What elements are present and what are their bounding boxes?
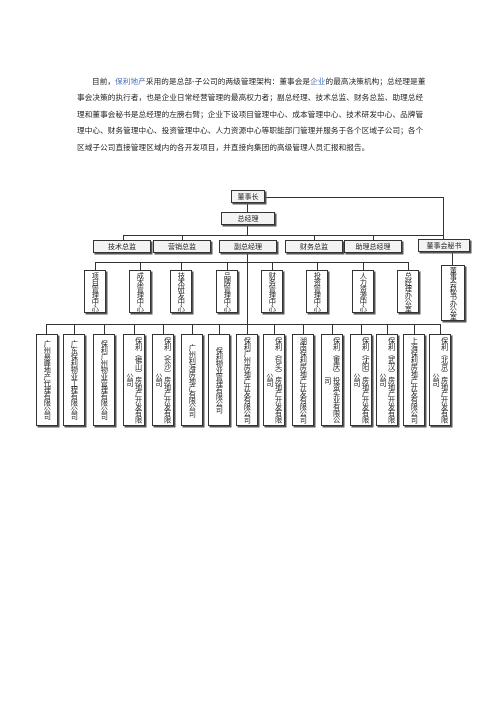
center-brand-management: 品牌管理中心: [216, 270, 238, 313]
connector-exec-5: [373, 235, 374, 240]
center-gm-office: 总经理办公室: [397, 270, 419, 313]
connector-center-8: [408, 262, 409, 270]
connector-gm-down: [247, 225, 248, 236]
connector-exec-bar: [123, 235, 444, 236]
subsidiary-box: 保利（佛山）房地产开发有限公司: [123, 334, 145, 426]
connector-sub-9: [274, 324, 275, 334]
connector-secretary-office: [452, 252, 453, 265]
subsidiary-box: 广州利海房地产有限公司: [181, 334, 203, 426]
connector-center-5: [272, 262, 273, 270]
intro-text-start: 目前，: [92, 76, 116, 86]
poly-real-estate-link[interactable]: 保利地产: [115, 76, 146, 86]
subsidiary-box: 保利广州房地产开发有限公司: [236, 334, 258, 426]
connector-board-gm: [247, 203, 248, 212]
connector-sub-3: [104, 324, 105, 334]
intro-text-rest: 的最高决策机构；总经理是董事会决策的执行者，也是企业日常经营管理的最高权力者；副…: [77, 76, 426, 152]
intro-text-middle: 采用的是总部-子公司的两级管理架构：董事会是: [145, 76, 311, 86]
subsidiary-box: 保利（沈阳）房地产开发有限公司: [350, 334, 372, 426]
connector-sub-5: [163, 324, 164, 334]
connector-sub-2: [74, 324, 75, 334]
connector-sub-6: [192, 324, 193, 334]
subsidiary-box: 保利（重庆）投资实业有限公司: [321, 334, 343, 426]
connector-board-right: [263, 197, 444, 198]
connector-sub-1: [46, 324, 47, 334]
subsidiary-box: 上海保利房地产开发有限公司: [403, 334, 425, 426]
connector-exec-2: [182, 235, 183, 240]
center-project-management: 项目管理中心: [84, 270, 106, 313]
connector-center-3: [181, 262, 182, 270]
subsidiary-box: 广东保利物业工程有限公司: [63, 334, 85, 426]
center-cost-management: 成本管理中心: [129, 270, 151, 313]
center-board-secretary-office: 董事会秘书办公室: [441, 265, 465, 321]
connector-center-6: [317, 262, 318, 270]
connector-secretary-down: [443, 197, 444, 239]
connector-exec-1: [123, 235, 124, 240]
connector-sub-13: [387, 324, 388, 334]
connector-vp-trunk: [247, 262, 248, 324]
exec-marketing-director: 营销总监: [153, 240, 211, 253]
subsidiary-box: 保利广州物业管理有限公司: [93, 334, 115, 426]
connector-sub-10: [303, 324, 304, 334]
exec-deputy-gm: 副总经理: [219, 240, 277, 253]
subsidiary-box: 湖南保利房地产开发有限公司: [292, 334, 314, 426]
board-chairman-box: 董事长: [231, 190, 265, 203]
connector-sub-7: [219, 324, 220, 334]
connector-vp-down: [247, 252, 248, 262]
connector-sub-15: [440, 324, 441, 334]
connector-center-4: [227, 262, 228, 270]
subsidiary-box: 保利物业管理有限公司: [208, 334, 230, 426]
subsidiary-box: 保利（包头）房地产开发有限公司: [263, 334, 285, 426]
connector-center-7: [363, 262, 364, 270]
connector-sub-12: [361, 324, 362, 334]
exec-assistant-gm: 助理总经理: [344, 240, 402, 253]
connector-center-bar: [95, 262, 409, 263]
center-investment-management: 投资管理中心: [306, 270, 328, 313]
exec-technical-director: 技术总监: [93, 240, 151, 253]
exec-finance-director: 财务总监: [285, 240, 343, 253]
intro-paragraph: 目前，保利地产采用的是总部-子公司的两级管理架构：董事会是企业的最高决策机构；总…: [77, 74, 429, 157]
connector-sub-11: [332, 324, 333, 334]
connector-sub-4: [134, 324, 135, 334]
connector-sub-8: [247, 324, 248, 334]
connector-sub-14: [414, 324, 415, 334]
connector-center-2: [140, 262, 141, 270]
connector-exec-4: [314, 235, 315, 240]
general-manager-box: 总经理: [221, 212, 275, 225]
subsidiary-box: 保利（长沙）房地产开发有限公司: [152, 334, 174, 426]
exec-board-secretary: 董事会秘书: [418, 239, 470, 252]
subsidiary-box: 保利（北京）房地产开发有限公司: [429, 334, 451, 426]
subsidiary-box: 保利（武汉）房地产开发有限公司: [376, 334, 398, 426]
center-tech-rd: 技术研发中心: [170, 270, 192, 313]
connector-sub-bar: [46, 324, 440, 325]
center-finance-management: 财务管理中心: [261, 270, 283, 313]
subsidiary-box: 广州悬峰地产代理有限公司: [36, 334, 58, 426]
enterprise-link[interactable]: 企业: [310, 76, 326, 86]
connector-center-1: [95, 262, 96, 270]
center-human-resources: 人力资源中心: [352, 270, 374, 313]
